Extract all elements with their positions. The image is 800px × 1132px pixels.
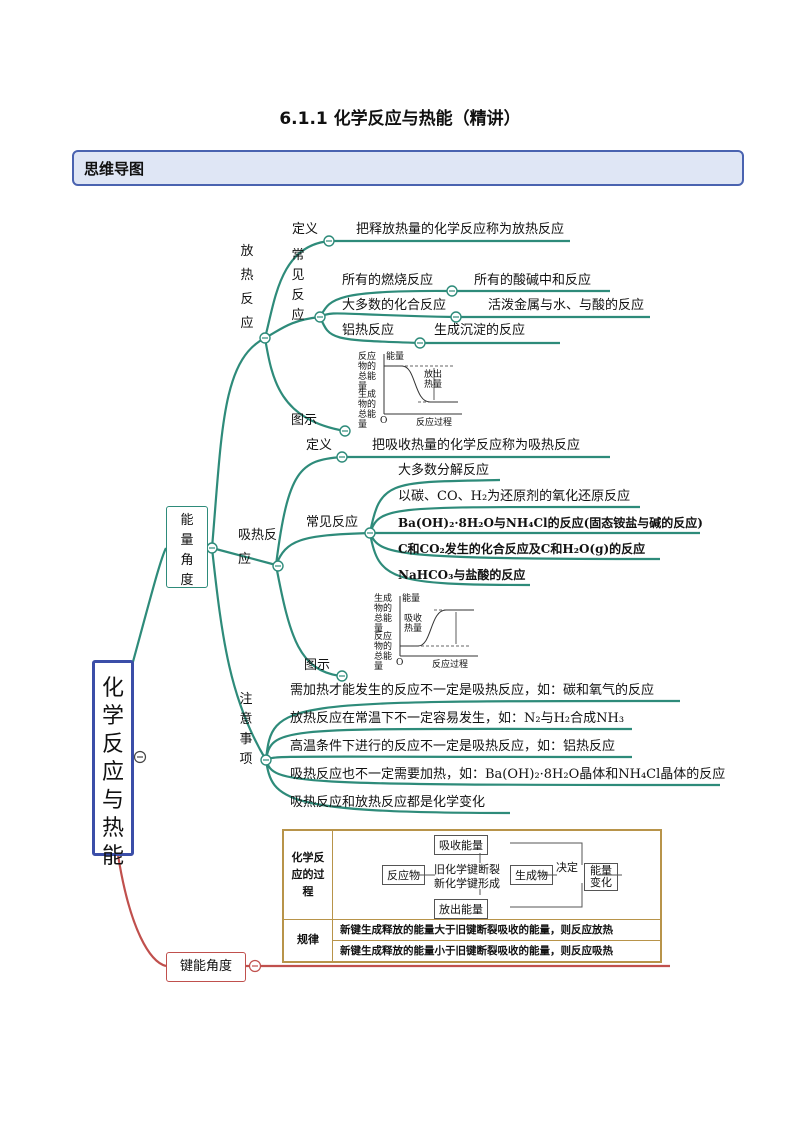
bond-energy-table: 化学反应的过程 规律 反应物 吸收能量 旧化学键断裂 新化学键形成 放出能量 生…: [282, 829, 662, 963]
banner-label: 思维导图: [84, 160, 145, 178]
endo-x-axis: 反应过程: [432, 660, 469, 670]
break-text: 旧化学键断裂: [434, 863, 500, 876]
endo-label: 吸热反应: [238, 528, 278, 567]
exo-diagram-key: 图示: [291, 413, 318, 428]
endo-item-5: NaHCO₃与盐酸的反应: [398, 568, 526, 582]
endo-def-key: 定义: [306, 438, 333, 453]
exo-def-text: 把释放热量的化学反应称为放热反应: [356, 222, 565, 237]
rule-header: 规律: [297, 933, 319, 946]
decide-text: 决定: [556, 861, 578, 874]
exo-energy-graph: 能量 反应物的总能量 生成物的总能量 放出热量 O 反应过程: [358, 350, 468, 430]
endo-low-label: 反应物的总能量: [374, 632, 393, 672]
absorb-box: 吸收能量: [434, 835, 488, 855]
exo-origin: O: [380, 416, 388, 426]
exo-graph-axes: [383, 354, 462, 415]
page-title: 6.1.1 化学反应与热能（精讲）: [279, 109, 521, 129]
exo-low-label: 生成物的总能量: [358, 390, 377, 430]
note-item-1: 需加热才能发生的反应不一定是吸热反应，如：碳和氧气的反应: [290, 683, 655, 698]
note-item-5: 吸热反应和放热反应都是化学变化: [290, 795, 486, 810]
endo-origin: O: [396, 658, 404, 668]
section-banner: 思维导图: [72, 150, 744, 186]
bond-angle-label: 键能角度: [179, 959, 232, 974]
endo-high-label: 生成物的总能量: [374, 594, 393, 634]
exo-high-label: 反应物的总能量: [358, 352, 377, 392]
process-header: 化学反应的过程: [291, 851, 325, 898]
exo-def-key: 定义: [292, 222, 319, 237]
endo-item-3: Ba(OH)₂·8H₂O与NH₄Cl的反应(固态铵盐与碱的反应): [398, 516, 703, 530]
energy-angle-node[interactable]: 能量角度: [166, 506, 208, 588]
exo-delta-label: 放出热量: [424, 370, 443, 390]
reactant-box: 反应物: [382, 865, 425, 885]
exo-item-3: 大多数的化合反应: [342, 298, 447, 313]
root-node[interactable]: 化学反应与热能: [92, 660, 134, 869]
endo-common-key: 常见反应: [306, 515, 359, 530]
endo-item-2: 以碳、CO、H₂为还原剂的氧化还原反应: [398, 489, 631, 504]
exo-label: 放热反应: [240, 244, 254, 331]
root-label: 化学反应与热能: [101, 676, 124, 869]
endo-item-4: C和CO₂发生的化合反应及C和H₂O(g)的反应: [398, 542, 646, 556]
exo-item-6: 生成沉淀的反应: [434, 323, 526, 338]
rule-2: 新键生成释放的能量小于旧键断裂吸收的能量，则反应吸热: [340, 945, 613, 957]
endo-y-axis: 能量: [402, 594, 421, 604]
release-box: 放出能量: [434, 899, 488, 919]
endo-delta-label: 吸收热量: [404, 614, 423, 634]
form-text: 新化学键形成: [434, 877, 500, 890]
change-box: 能量变化: [584, 863, 618, 891]
bond-angle-node[interactable]: 键能角度: [166, 952, 246, 982]
note-item-2: 放热反应在常温下不一定容易发生，如：N₂与H₂合成NH₃: [290, 711, 625, 726]
endo-def-text: 把吸收热量的化学反应称为吸热反应: [372, 438, 581, 453]
note-item-4: 吸热反应也不一定需要加热，如：Ba(OH)₂·8H₂O晶体和NH₄Cl晶体的反应: [290, 767, 726, 782]
endo-diagram-key: 图示: [304, 658, 331, 673]
exo-common-key: 常见反应: [291, 248, 305, 323]
exo-item-1: 所有的燃烧反应: [342, 273, 434, 288]
product-box: 生成物: [510, 865, 553, 885]
exo-item-2: 所有的酸碱中和反应: [474, 273, 592, 288]
energy-angle-label: 能量角度: [180, 513, 194, 588]
endo-item-1: 大多数分解反应: [398, 463, 490, 478]
note-item-3: 高温条件下进行的反应不一定是吸热反应，如：铝热反应: [290, 739, 616, 754]
notes-label: 注意事项: [239, 692, 253, 767]
exo-y-axis: 能量: [386, 352, 405, 362]
exo-x-axis: 反应过程: [416, 418, 453, 428]
exo-item-5: 铝热反应: [342, 323, 395, 338]
endo-graph-axes: [399, 596, 478, 657]
exo-item-4: 活泼金属与水、与酸的反应: [488, 298, 645, 313]
rule-1: 新键生成释放的能量大于旧键断裂吸收的能量，则反应放热: [340, 924, 613, 936]
endo-energy-graph: 能量 生成物的总能量 反应物的总能量 吸收热量 O 反应过程: [374, 592, 484, 672]
